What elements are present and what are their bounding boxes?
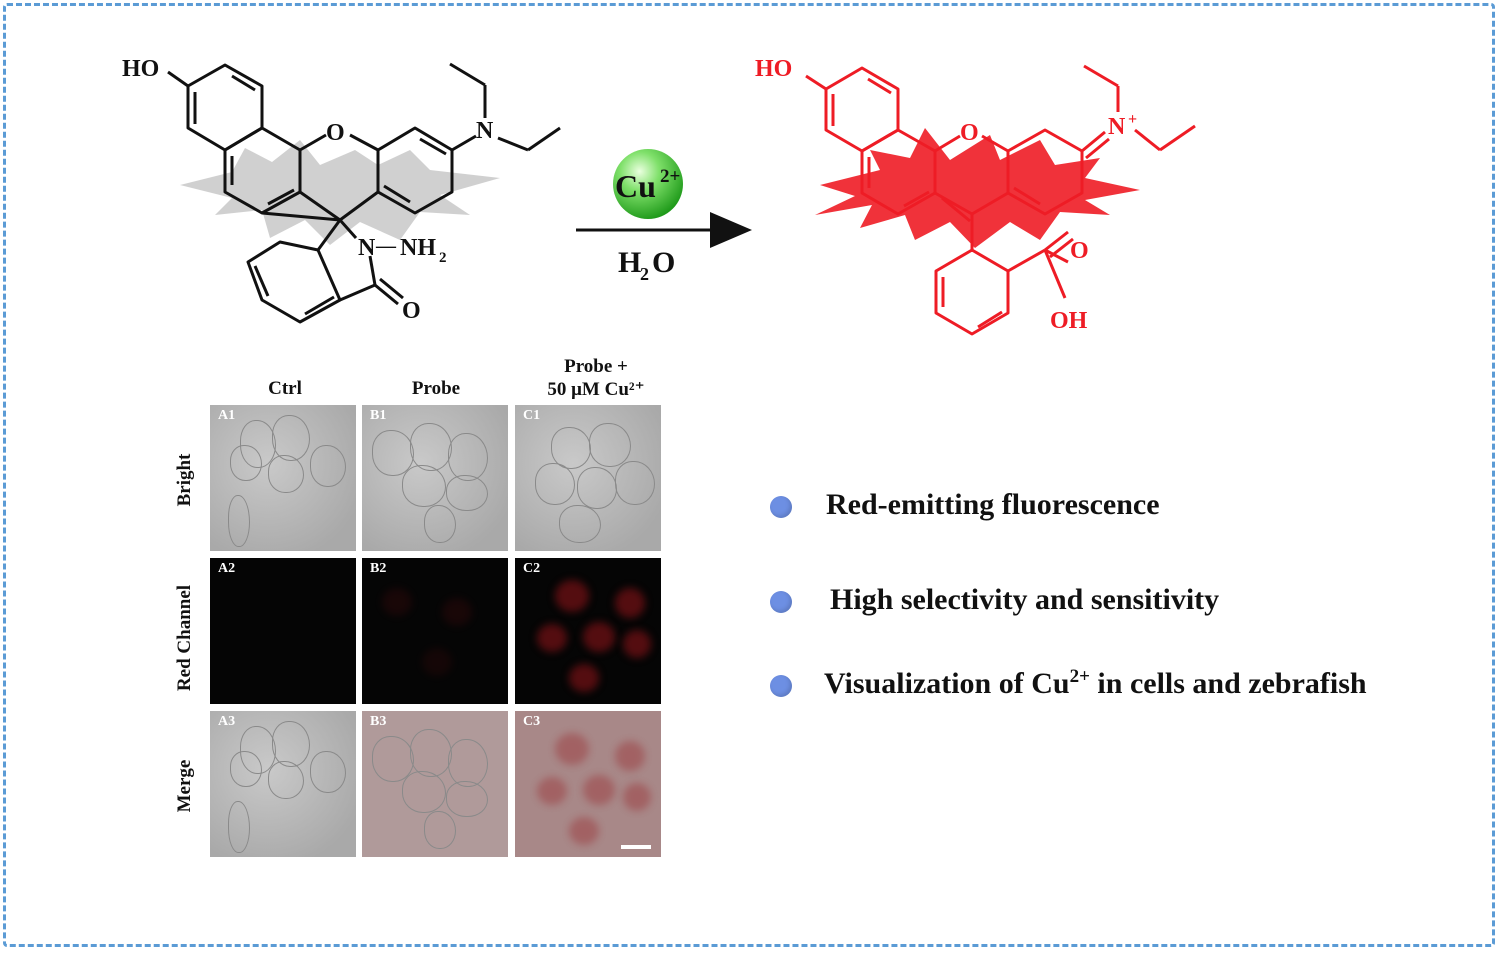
panel-a3: A3: [210, 711, 356, 857]
product-acid-o-label: O: [1070, 238, 1089, 264]
feature-text-2: High selectivity and sensitivity: [830, 583, 1220, 616]
product-o-label: O: [960, 120, 979, 146]
reaction-arrow-group: Cu 2+ H 2 O: [576, 149, 752, 284]
feature-text-3a: Visualization of Cu: [824, 667, 1070, 700]
column-label-probe: Probe: [411, 378, 461, 399]
row-label-red-channel: Red Channel: [174, 584, 195, 692]
column-label-probe-cu-line2: 50 μM Cu²⁺: [547, 379, 645, 400]
probe-molecule: HO O N N — NH 2 O: [122, 56, 561, 324]
panel-a1: A1: [210, 405, 356, 551]
bullet-icon: [770, 591, 792, 614]
product-n-charge: +: [1128, 111, 1137, 128]
cu-ion-charge: 2+: [660, 166, 680, 187]
scale-bar: [621, 845, 651, 849]
probe-halo: [180, 140, 500, 245]
panel-c1: C1: [515, 405, 661, 551]
feature-text-3-sup: 2+: [1069, 666, 1090, 687]
panel-a2-tag: A2: [218, 561, 236, 576]
solvent-h-label: H: [618, 246, 641, 279]
row-label-bright: Bright: [174, 453, 195, 507]
product-molecule: HO O N + O OH: [755, 56, 1196, 336]
panel-c2-tag: C2: [523, 561, 541, 576]
probe-nh2-subscript: 2: [439, 250, 447, 266]
probe-o-label: O: [326, 120, 345, 146]
product-acid-oh-label: OH: [1050, 308, 1088, 334]
bullet-icon: [770, 675, 792, 698]
panel-a3-tag: A3: [218, 714, 236, 729]
column-label-probe-cu-line1: Probe +: [564, 356, 628, 377]
cu-sphere-icon: [613, 149, 683, 219]
panel-c1-tag: C1: [523, 408, 541, 423]
reaction-scheme: HO O N N — NH 2 O Cu 2+ H 2 O: [122, 56, 1196, 336]
panel-b1: B1: [362, 405, 508, 551]
probe-hydrazide-n-label: N: [358, 235, 376, 261]
dashed-frame: [3, 3, 1495, 947]
row-label-merge: Merge: [174, 759, 195, 813]
feature-text-3b: in cells and zebrafish: [1089, 667, 1367, 700]
product-halo: [815, 128, 1140, 248]
panel-c3: C3: [515, 711, 661, 857]
probe-n-label: N: [476, 118, 494, 144]
panel-b3-tag: B3: [370, 714, 387, 729]
feature-text-1: Red-emitting fluorescence: [826, 488, 1160, 521]
probe-ho-label: HO: [122, 56, 159, 82]
panel-b3: B3: [362, 711, 508, 857]
panel-a2: A2: [210, 558, 356, 704]
panel-c2: C2: [515, 558, 661, 704]
probe-hydrazide-bond: —: [375, 235, 397, 257]
panel-b2: B2: [362, 558, 508, 704]
probe-nh2-label: NH: [400, 235, 436, 261]
panel-a1-tag: A1: [218, 408, 236, 423]
bullet-icon: [770, 496, 792, 519]
product-n-label: N: [1108, 114, 1126, 140]
feature-item-3: Visualization of Cu2+ in cells and zebra…: [770, 666, 1367, 701]
product-ho-label: HO: [755, 56, 792, 82]
solvent-subscript: 2: [640, 264, 649, 284]
column-label-ctrl: Ctrl: [268, 378, 302, 399]
panel-b2-tag: B2: [370, 561, 387, 576]
panel-b1-tag: B1: [370, 408, 387, 423]
solvent-o-label: O: [652, 246, 675, 279]
feature-item-2: High selectivity and sensitivity: [770, 583, 1219, 617]
probe-carbonyl-o-label: O: [402, 298, 421, 324]
feature-item-1: Red-emitting fluorescence: [770, 488, 1160, 522]
cu-ion-label: Cu: [615, 168, 656, 204]
panel-c3-tag: C3: [523, 714, 541, 729]
